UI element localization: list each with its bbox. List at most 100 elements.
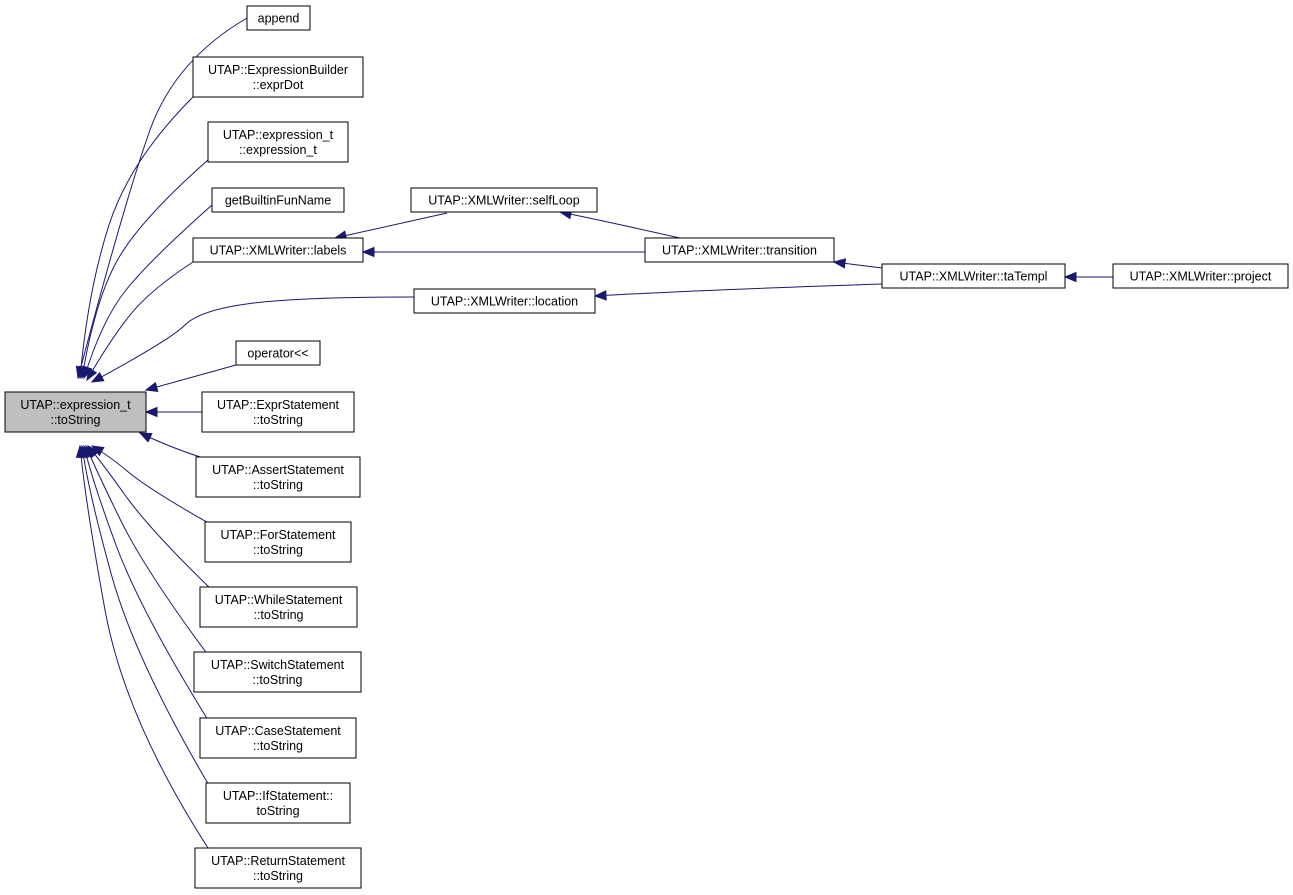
- node-switchstmt[interactable]: UTAP::SwitchStatement::toString: [193, 651, 362, 693]
- node-label-line: append: [258, 12, 300, 26]
- node-label-line: toString: [256, 804, 299, 818]
- node-exprDot[interactable]: UTAP::ExpressionBuilder::exprDot: [192, 56, 364, 98]
- node-opout[interactable]: operator<<: [235, 340, 321, 366]
- node-label-line: UTAP::WhileStatement: [215, 593, 343, 607]
- node-label-line: UTAP::ExprStatement: [217, 398, 340, 412]
- node-box: [204, 521, 352, 563]
- edge-append-to-root: [77, 17, 248, 379]
- node-label-line: UTAP::XMLWriter::labels: [210, 244, 347, 258]
- edges-layer: [75, 17, 1113, 852]
- node-location[interactable]: UTAP::XMLWriter::location: [413, 288, 596, 314]
- node-label-line: ::toString: [253, 739, 303, 753]
- node-label-line: ::toString: [253, 413, 303, 427]
- node-whilestmt[interactable]: UTAP::WhileStatement::toString: [199, 586, 358, 628]
- node-label-line: ::toString: [252, 673, 302, 687]
- node-box: [1112, 263, 1289, 289]
- node-exprstmt[interactable]: UTAP::ExprStatement::toString: [201, 391, 355, 433]
- edge-casestmt-to-root: [83, 445, 209, 721]
- edge-exprctor-to-root: [81, 159, 209, 379]
- node-builtin[interactable]: getBuiltinFunName: [211, 187, 345, 213]
- node-ifstmt[interactable]: UTAP::IfStatement::toString: [205, 782, 351, 824]
- node-selfloop[interactable]: UTAP::XMLWriter::selfLoop: [410, 187, 598, 213]
- edge-forstmt-to-root: [91, 445, 213, 526]
- node-project[interactable]: UTAP::XMLWriter::project: [1112, 263, 1289, 289]
- node-casestmt[interactable]: UTAP::CaseStatement::toString: [199, 717, 357, 759]
- node-label-line: ::toString: [253, 543, 303, 557]
- node-forstmt[interactable]: UTAP::ForStatement::toString: [204, 521, 352, 563]
- node-label-line: UTAP::AssertStatement: [212, 463, 344, 477]
- node-box: [410, 187, 598, 213]
- node-label-line: UTAP::ExpressionBuilder: [208, 63, 348, 77]
- node-box: [199, 586, 358, 628]
- node-label-line: UTAP::XMLWriter::taTempl: [900, 270, 1048, 284]
- arrowhead-tatempl-to-location: [593, 290, 607, 301]
- node-tatempl[interactable]: UTAP::XMLWriter::taTempl: [881, 263, 1066, 289]
- arrowhead-labels-to-root: [86, 367, 98, 382]
- arrowhead-opout-to-root: [144, 381, 159, 392]
- edge-returnstmt-to-root: [79, 445, 211, 852]
- node-box: [195, 456, 361, 498]
- node-label-line: UTAP::XMLWriter::selfLoop: [428, 194, 579, 208]
- node-box: [192, 56, 364, 98]
- edge-opout-to-root: [145, 364, 237, 391]
- edge-transition-to-selfloop: [559, 211, 681, 239]
- node-label-line: ::exprDot: [253, 78, 304, 92]
- node-label-line: UTAP::XMLWriter::project: [1130, 270, 1272, 284]
- edge-switchstmt-to-root: [85, 445, 209, 656]
- node-assertstmt[interactable]: UTAP::AssertStatement::toString: [195, 456, 361, 498]
- arrowhead-tatempl-to-transition: [832, 258, 847, 269]
- node-label-line: ::expression_t: [239, 143, 317, 157]
- node-append[interactable]: append: [246, 5, 311, 31]
- node-box: [235, 340, 321, 366]
- node-label-line: UTAP::XMLWriter::location: [431, 295, 578, 309]
- edge-labels-to-root: [86, 261, 194, 381]
- node-label-line: UTAP::IfStatement::: [223, 789, 333, 803]
- node-label-line: UTAP::ReturnStatement: [211, 854, 345, 868]
- node-label-line: UTAP::expression_t: [20, 398, 131, 412]
- node-root[interactable]: UTAP::expression_t::toString: [4, 391, 147, 433]
- node-transition[interactable]: UTAP::XMLWriter::transition: [644, 237, 835, 263]
- arrowhead-location-to-root: [90, 371, 105, 383]
- node-box: [207, 121, 349, 163]
- node-box: [201, 391, 355, 433]
- node-box: [194, 847, 362, 889]
- node-label-line: ::toString: [253, 608, 303, 622]
- node-label-line: UTAP::expression_t: [223, 128, 334, 142]
- node-label-line: ::toString: [253, 869, 303, 883]
- node-labels[interactable]: UTAP::XMLWriter::labels: [192, 237, 364, 263]
- node-label-line: ::toString: [253, 478, 303, 492]
- node-exprctor[interactable]: UTAP::expression_t::expression_t: [207, 121, 349, 163]
- node-label-line: ::toString: [50, 413, 100, 427]
- node-box: [192, 237, 364, 263]
- node-label-line: getBuiltinFunName: [225, 194, 331, 208]
- node-box: [4, 391, 147, 433]
- node-label-line: UTAP::CaseStatement: [215, 724, 341, 738]
- node-label-line: UTAP::SwitchStatement: [211, 658, 345, 672]
- node-box: [644, 237, 835, 263]
- node-box: [211, 187, 345, 213]
- node-box: [413, 288, 596, 314]
- edge-selfloop-to-labels: [334, 212, 448, 239]
- nodes-layer: UTAP::expression_t::toString appendUTAP::…: [4, 5, 1289, 889]
- arrowhead-transition-to-labels: [361, 246, 375, 258]
- node-box: [193, 651, 362, 693]
- node-label-line: UTAP::ForStatement: [220, 528, 336, 542]
- edge-whilestmt-to-root: [87, 445, 213, 591]
- node-label-line: UTAP::XMLWriter::transition: [662, 244, 817, 258]
- edge-exprDot-to-root: [79, 96, 194, 379]
- edge-tatempl-to-location: [594, 283, 883, 297]
- arrowhead-assertstmt-to-root: [138, 432, 153, 443]
- node-box: [199, 717, 357, 759]
- edge-builtin-to-root: [83, 204, 213, 379]
- arrowhead-exprstmt-to-root: [144, 406, 158, 418]
- edge-location-to-root: [91, 296, 415, 383]
- node-box: [881, 263, 1066, 289]
- node-box: [246, 5, 311, 31]
- edge-ifstmt-to-root: [81, 445, 211, 788]
- node-label-line: operator<<: [247, 347, 308, 361]
- arrowhead-project-to-tatempl: [1063, 271, 1077, 283]
- node-box: [205, 782, 351, 824]
- arrowhead-returnstmt-to-root: [75, 444, 87, 458]
- node-returnstmt[interactable]: UTAP::ReturnStatement::toString: [194, 847, 362, 889]
